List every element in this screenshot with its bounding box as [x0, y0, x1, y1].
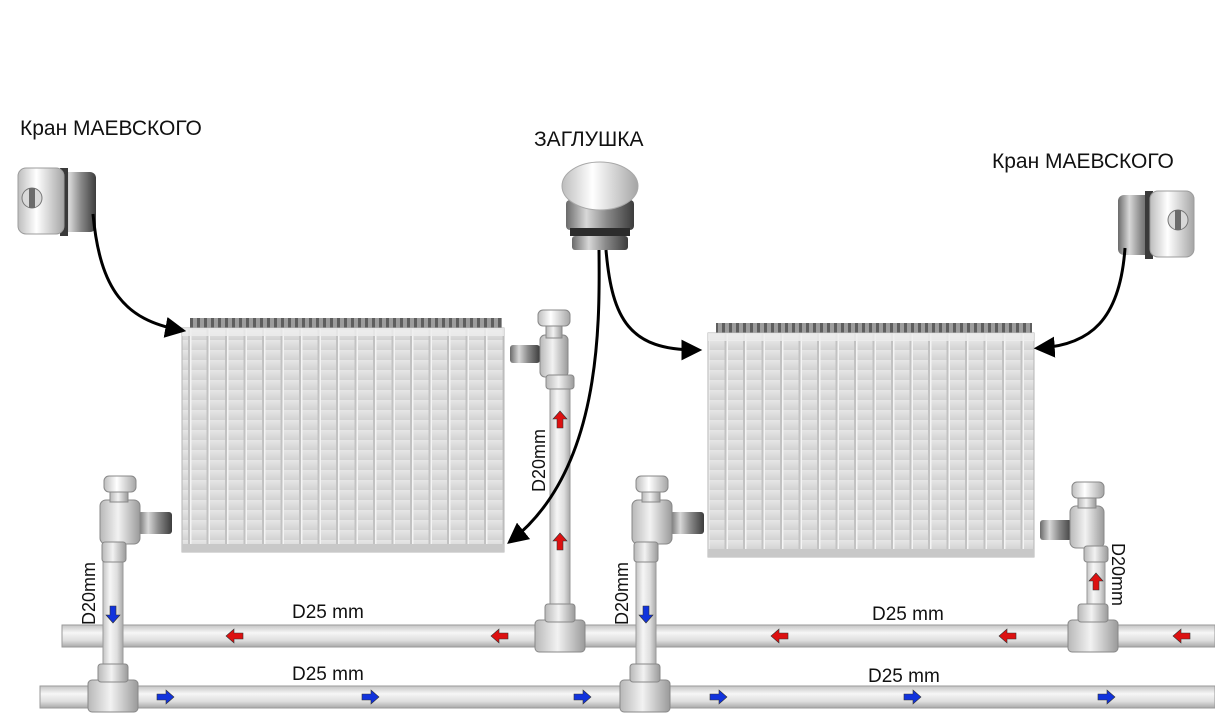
hot-flow-arrow-icon	[225, 628, 244, 644]
label-supply-main-left: D25 mm	[292, 664, 364, 685]
hot-flow-arrow-icon	[998, 628, 1017, 644]
pointer-mayevsky-right	[1033, 247, 1127, 358]
cold-flow-arrow-icon	[709, 689, 728, 705]
label-riser-2: D20mm	[529, 429, 549, 492]
hot-flow-arrow-icon	[552, 532, 568, 551]
ball-valve-icon	[631, 475, 704, 563]
label-return-main-right: D25 mm	[872, 604, 944, 625]
cold-flow-arrow-icon	[1097, 689, 1116, 705]
bleed-valve-icon	[17, 167, 96, 236]
pipe-tee-icon	[1067, 603, 1119, 653]
ball-valve-icon	[1040, 481, 1109, 563]
ball-valve-icon	[99, 475, 172, 563]
hot-flow-arrow-icon	[770, 628, 789, 644]
bleed-valve-icon	[1118, 190, 1195, 259]
label-supply-main-right: D25 mm	[868, 666, 940, 687]
label-mayevsky-right: Кран МАЕВСКОГО	[992, 150, 1174, 173]
label-riser-1: D20mm	[79, 562, 99, 625]
label-mayevsky-left: Кран МАЕВСКОГО	[20, 117, 202, 140]
cold-flow-arrow-icon	[156, 689, 175, 705]
pipe-tee-icon	[534, 603, 586, 653]
cold-flow-arrow-icon	[573, 689, 592, 705]
pipe-tee-icon	[619, 663, 671, 713]
cold-flow-arrow-icon	[903, 689, 922, 705]
panel-radiator-icon	[707, 323, 1035, 558]
label-riser-3: D20mm	[612, 562, 632, 625]
hot-flow-arrow-icon	[1172, 628, 1191, 644]
pipe-tee-icon	[87, 663, 139, 713]
cold-flow-arrow-icon	[638, 605, 654, 624]
hot-flow-arrow-icon	[1088, 572, 1104, 591]
pointer-mayevsky-left	[91, 213, 187, 338]
panel-radiator-icon	[181, 318, 505, 553]
label-riser-4: D20mm	[1108, 543, 1128, 606]
pointer-plug-to-radiator-2	[604, 249, 703, 361]
flow-arrows	[105, 410, 1191, 705]
cold-flow-arrow-icon	[361, 689, 380, 705]
ball-valve-icon	[510, 309, 575, 390]
pointer-arrows	[91, 213, 1127, 544]
hot-flow-arrow-icon	[490, 628, 509, 644]
label-return-main-left: D25 mm	[292, 602, 364, 623]
label-plug: ЗАГЛУШКА	[534, 128, 644, 151]
pointer-plug-to-radiator-1	[507, 249, 601, 544]
hot-flow-arrow-icon	[552, 410, 568, 429]
cold-flow-arrow-icon	[105, 605, 121, 624]
end-cap-icon	[561, 161, 639, 250]
